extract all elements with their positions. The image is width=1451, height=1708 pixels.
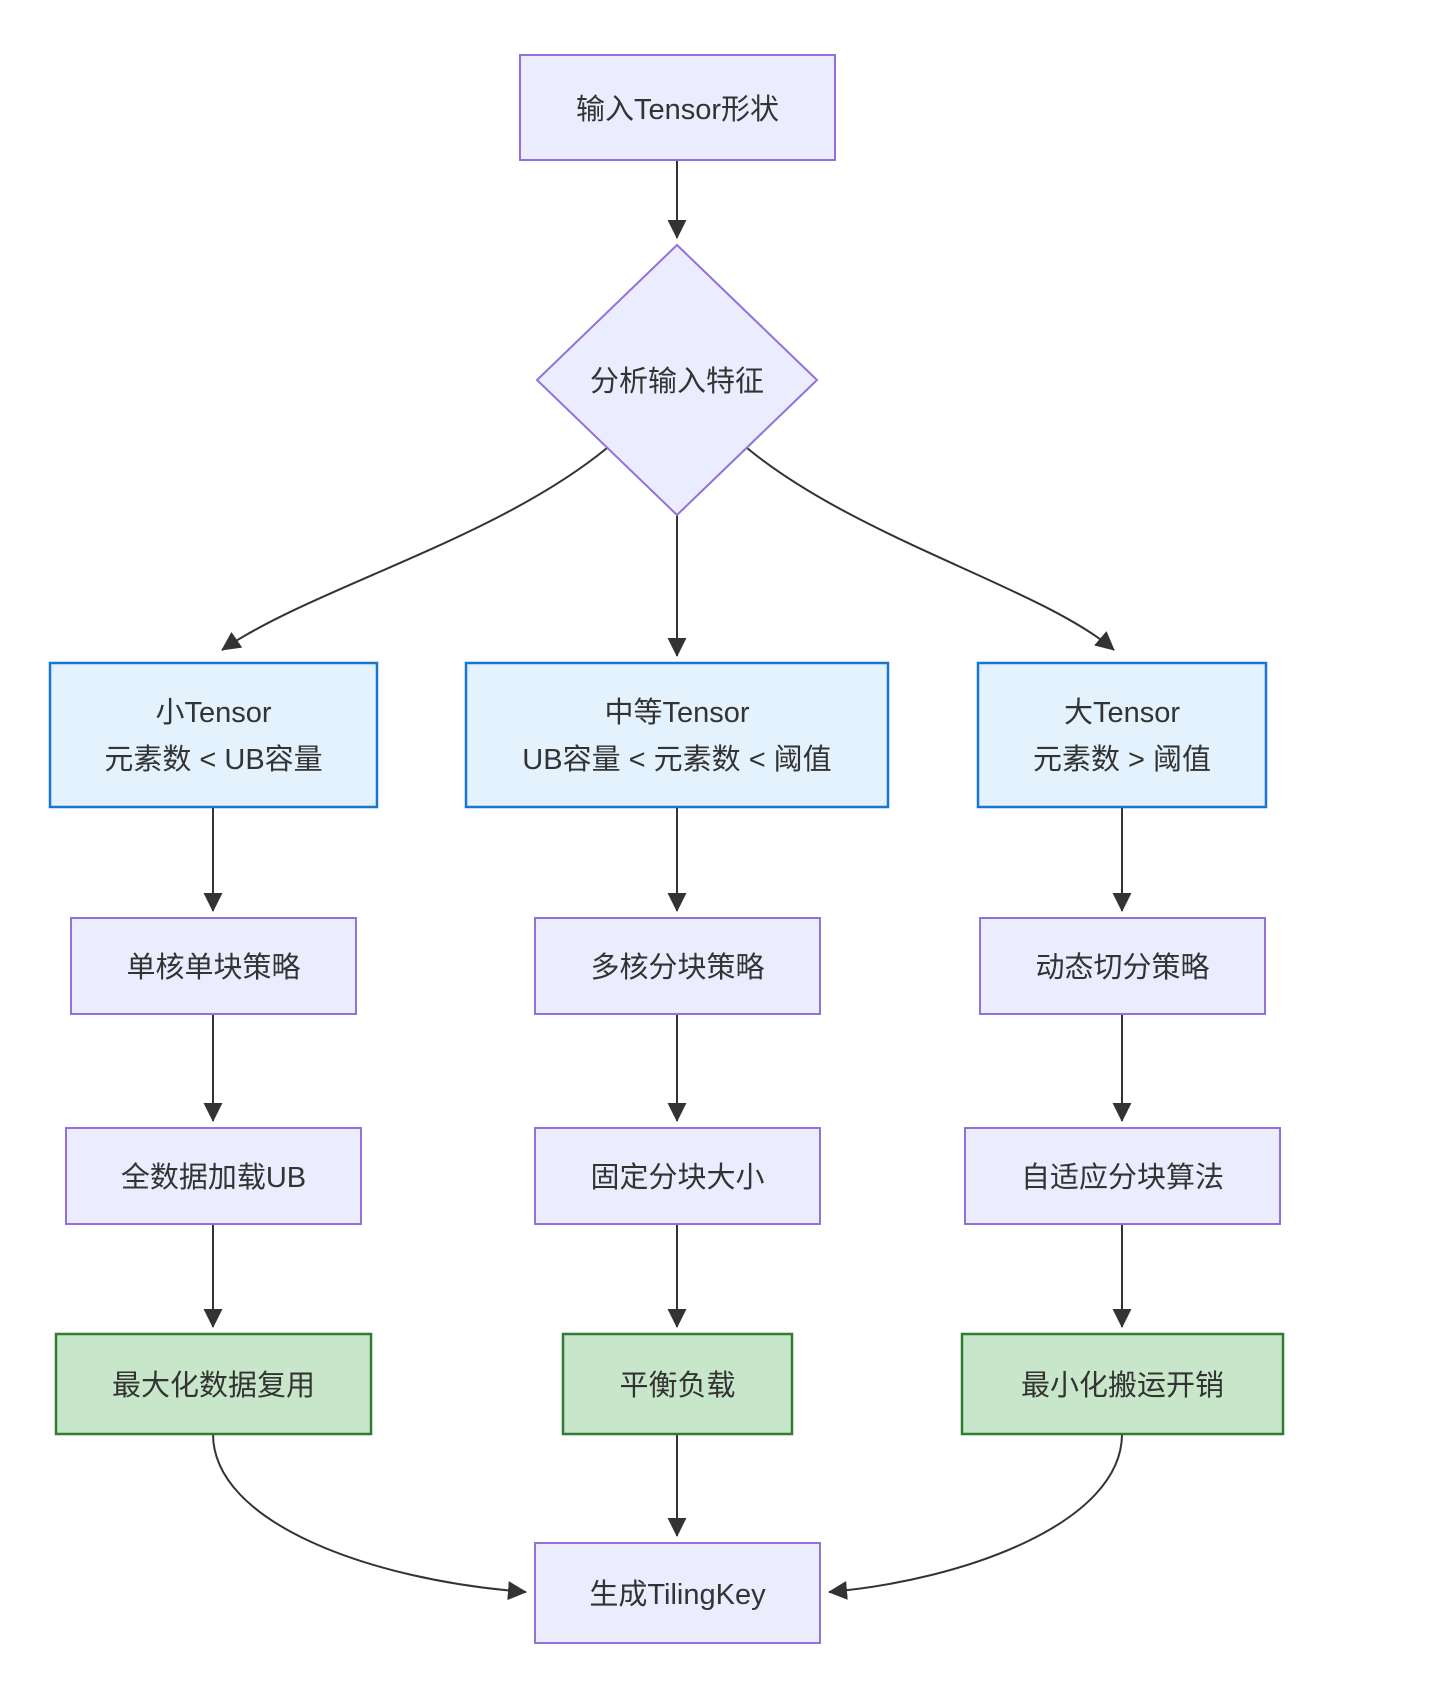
edge-decision-to-small	[221, 447, 608, 651]
goal-small-box	[54, 1332, 373, 1436]
node-output-tilingkey: 生成TilingKey	[534, 1542, 821, 1644]
node-small-strategy: 单核单块策略	[70, 917, 357, 1015]
condition-small-line1: 小Tensor	[155, 697, 271, 729]
condition-large-line2: 元素数 > 阈值	[1033, 743, 1211, 776]
decision-label: 分析输入特征	[590, 365, 764, 398]
node-large-action-label: 自适应分块算法	[1021, 1161, 1224, 1194]
node-large-action-box	[964, 1127, 1281, 1225]
node-large-strategy-label: 动态切分策略	[1035, 951, 1209, 984]
condition-large-box	[976, 661, 1268, 809]
edge-layer	[203, 160, 1132, 1601]
goal-medium-box	[561, 1332, 794, 1436]
node-input-label: 输入Tensor形状	[576, 93, 779, 126]
node-small-strategy-label: 单核单块策略	[126, 951, 300, 984]
goal-small-label: 最大化数据复用	[112, 1369, 315, 1402]
decision-analyze-input: 分析输入特征	[535, 243, 819, 517]
edge-decision-to-large	[746, 447, 1115, 651]
node-large-strategy: 动态切分策略	[979, 917, 1266, 1015]
goal-small: 最大化数据复用	[54, 1332, 373, 1436]
node-small-action-label: 全数据加载UB	[121, 1161, 306, 1194]
goal-large: 最小化搬运开销	[960, 1332, 1285, 1436]
condition-medium-tensor: 中等Tensor UB容量 < 元素数 < 阈值	[464, 661, 890, 809]
node-small-action-box	[65, 1127, 362, 1225]
node-medium-strategy: 多核分块策略	[534, 917, 821, 1015]
goal-large-box	[960, 1332, 1285, 1436]
condition-medium-line2: UB容量 < 元素数 < 阈值	[522, 743, 831, 776]
condition-medium-line1: 中等Tensor	[604, 696, 749, 729]
edge-small-goal-to-output	[212, 1433, 527, 1601]
node-input-box	[519, 54, 836, 161]
node-medium-strategy-box	[534, 917, 821, 1015]
goal-medium-label: 平衡负载	[619, 1369, 735, 1402]
node-small-strategy-box	[70, 917, 357, 1015]
node-large-action: 自适应分块算法	[964, 1127, 1281, 1225]
decision-diamond	[535, 243, 819, 517]
goal-large-label: 最小化搬运开销	[1021, 1369, 1224, 1402]
condition-large-line1: 大Tensor	[1064, 696, 1180, 729]
condition-large-tensor: 大Tensor 元素数 > 阈值	[976, 661, 1268, 809]
edge-large-goal-to-output	[828, 1433, 1123, 1600]
node-medium-action-box	[534, 1127, 821, 1225]
goal-medium: 平衡负载	[561, 1332, 794, 1436]
node-medium-strategy-label: 多核分块策略	[590, 951, 764, 984]
node-output-box	[534, 1542, 821, 1644]
condition-small-line2: 元素数 < UB容量	[104, 743, 322, 776]
node-medium-action: 固定分块大小	[534, 1127, 821, 1225]
node-small-action: 全数据加载UB	[65, 1127, 362, 1225]
condition-small-tensor: 小Tensor 元素数 < UB容量	[48, 661, 379, 809]
node-input-tensor-shape: 输入Tensor形状	[519, 54, 836, 161]
node-large-strategy-box	[979, 917, 1266, 1015]
node-medium-action-label: 固定分块大小	[590, 1161, 764, 1194]
condition-small-box	[48, 661, 379, 809]
condition-medium-box	[464, 661, 890, 809]
node-output-label: 生成TilingKey	[589, 1578, 766, 1611]
